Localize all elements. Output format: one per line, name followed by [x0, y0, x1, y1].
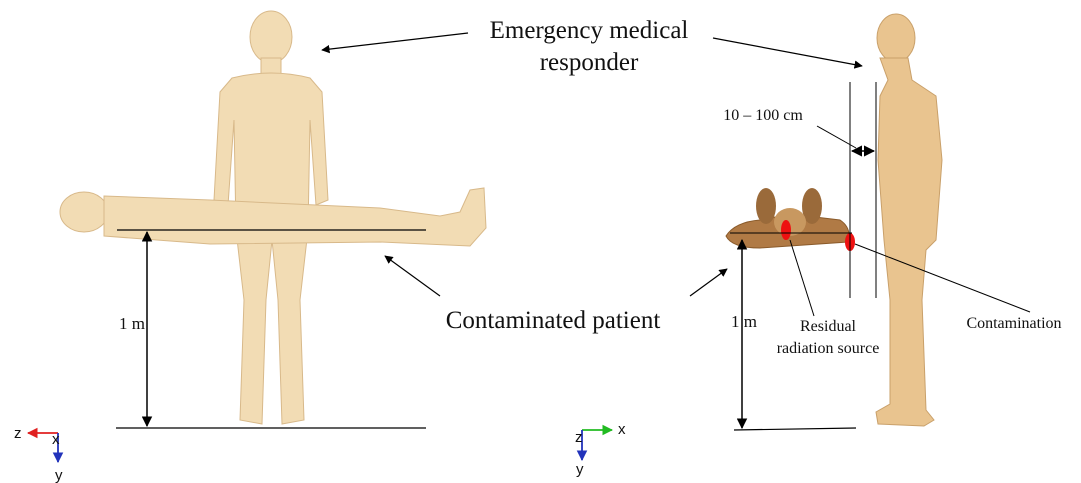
axes-triad-left: z x y	[14, 425, 63, 483]
patient-label: Contaminated patient	[446, 307, 661, 334]
axis-label-right-out: z	[575, 429, 583, 446]
responder-arrow-right	[713, 38, 862, 66]
axis-label-left-out: x	[52, 431, 60, 448]
contamination-leader	[855, 244, 1030, 312]
responder-figure-side	[876, 14, 942, 426]
height-label-left: 1 m	[119, 314, 145, 333]
responder-label-line1: Emergency medical	[490, 17, 689, 44]
residual-label-line2: radiation source	[777, 340, 880, 357]
responder-label-line2: responder	[540, 49, 639, 76]
axis-label-right-vertical: y	[576, 461, 584, 478]
axes-triad-right: x z y	[575, 421, 626, 478]
residual-label-line1: Residual	[800, 318, 857, 335]
residual-source-dot	[781, 220, 791, 240]
floor-line-right	[734, 428, 856, 430]
patient-arrow-right	[690, 269, 727, 296]
patient-arrow-left	[385, 256, 440, 296]
height-label-right: 1 m	[731, 312, 757, 331]
axis-label-left-horizontal: z	[14, 425, 22, 442]
residual-leader	[790, 240, 814, 316]
contamination-label: Contamination	[966, 315, 1061, 332]
distance-label: 10 – 100 cm	[723, 107, 803, 124]
axis-label-left-vertical: y	[55, 467, 63, 483]
responder-arrow-left	[322, 33, 468, 50]
axis-label-right-horizontal: x	[618, 421, 626, 438]
